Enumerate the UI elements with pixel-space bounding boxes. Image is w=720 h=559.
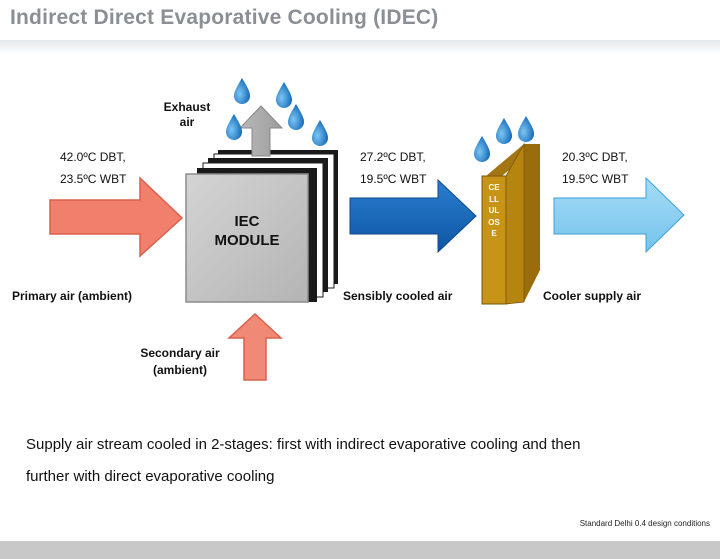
droplet-icon bbox=[496, 118, 512, 144]
droplets bbox=[226, 78, 534, 162]
title-divider bbox=[0, 40, 720, 54]
exhaust-label-line1: Exhaust bbox=[163, 100, 211, 114]
footnote: Standard Delhi 0.4 design conditions bbox=[579, 519, 710, 528]
droplet-icon bbox=[276, 82, 292, 108]
secondary-air-line2: (ambient) bbox=[153, 363, 207, 377]
iec-module-line2: MODULE bbox=[214, 232, 280, 249]
droplet-icon bbox=[518, 116, 534, 142]
secondary-air-label: Secondary air (ambient) bbox=[130, 345, 230, 379]
droplet-icon bbox=[474, 136, 490, 162]
droplet-icon bbox=[288, 104, 304, 130]
cooler-supply-air-arrow bbox=[553, 176, 685, 254]
cellulose-label: CELLULOSE bbox=[488, 183, 500, 238]
cooler-supply-air-label: Cooler supply air bbox=[543, 289, 642, 303]
caption-line1: Supply air stream cooled in 2-stages: fi… bbox=[26, 436, 581, 453]
exhaust-air-label: Exhaust air bbox=[160, 100, 214, 130]
cellulose-pad bbox=[481, 142, 540, 305]
sensibly-cooled-air-label: Sensibly cooled air bbox=[343, 289, 453, 303]
sensible-dbt: 27.2ºC DBT, bbox=[360, 150, 426, 164]
slide-title: Indirect Direct Evaporative Cooling (IDE… bbox=[10, 6, 439, 29]
iec-module-label: IEC MODULE bbox=[186, 212, 308, 250]
primary-air-arrow bbox=[49, 176, 184, 258]
secondary-air-line1: Secondary air bbox=[140, 346, 220, 360]
supply-dbt: 20.3ºC DBT, bbox=[562, 150, 628, 164]
secondary-air-arrow bbox=[227, 312, 283, 381]
supply-wbt: 19.5ºC WBT bbox=[562, 172, 629, 186]
sensible-conditions: 27.2ºC DBT, 19.5ºC WBT bbox=[360, 146, 426, 190]
exhaust-air-arrow bbox=[238, 105, 284, 157]
sensibly-cooled-air-arrow bbox=[349, 178, 477, 254]
iec-module-line1: IEC bbox=[234, 213, 260, 230]
exhaust-label-line2: air bbox=[179, 115, 195, 129]
droplet-icon bbox=[312, 120, 328, 146]
supply-conditions: 20.3ºC DBT, 19.5ºC WBT bbox=[562, 146, 628, 190]
caption-line2: further with direct evaporative cooling bbox=[26, 468, 275, 485]
primary-wbt: 23.5ºC WBT bbox=[60, 172, 127, 186]
bottom-band bbox=[0, 541, 720, 559]
primary-air-label: Primary air (ambient) bbox=[12, 289, 133, 303]
caption: Supply air stream cooled in 2-stages: fi… bbox=[26, 429, 716, 493]
iec-module-front bbox=[185, 173, 309, 303]
droplet-icon bbox=[234, 78, 250, 104]
sensible-wbt: 19.5ºC WBT bbox=[360, 172, 427, 186]
droplet-icon bbox=[226, 114, 242, 140]
primary-dbt: 42.0ºC DBT, bbox=[60, 150, 126, 164]
primary-conditions: 42.0ºC DBT, 23.5ºC WBT bbox=[60, 146, 126, 190]
